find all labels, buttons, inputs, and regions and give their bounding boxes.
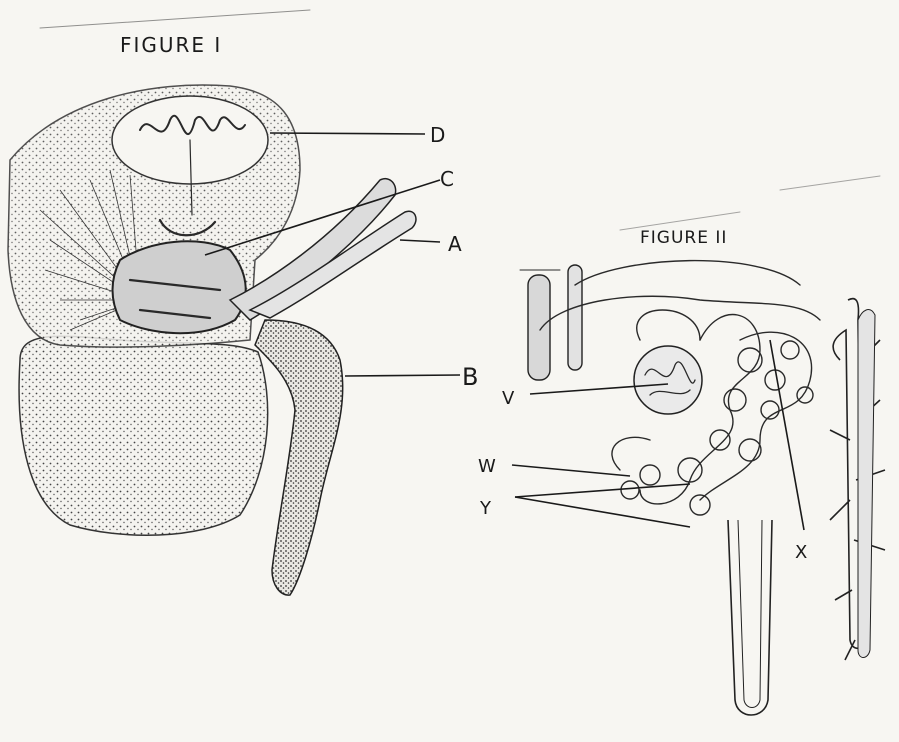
ureter: [255, 320, 343, 595]
kidney-lower-lobe: [19, 336, 268, 535]
figure-2-title: FIGURE II: [640, 228, 727, 248]
label-c: C: [440, 167, 454, 191]
figure-1-title: FIGURE I: [120, 33, 222, 57]
label-y: Y: [479, 498, 492, 519]
leader-line-b: [345, 375, 460, 376]
label-d: D: [430, 123, 445, 147]
label-x: X: [795, 542, 807, 563]
label-b: B: [462, 363, 478, 391]
label-v: V: [502, 388, 515, 409]
loop-of-henle: [728, 520, 772, 715]
leader-line-x: [770, 340, 804, 530]
label-a: A: [448, 232, 462, 256]
renal-pelvis: [113, 241, 246, 333]
leader-line-y-1: [515, 484, 690, 497]
blood-vessel-left: [528, 275, 550, 380]
label-w: W: [478, 456, 496, 477]
glomerulus: [634, 346, 702, 414]
leader-line-d: [270, 133, 425, 134]
leader-line-a: [400, 240, 440, 242]
figure-2-nephron: [512, 261, 885, 715]
figure-1-kidney: [8, 85, 460, 595]
leader-line-y-2: [515, 497, 690, 527]
leader-line-w: [512, 465, 630, 476]
